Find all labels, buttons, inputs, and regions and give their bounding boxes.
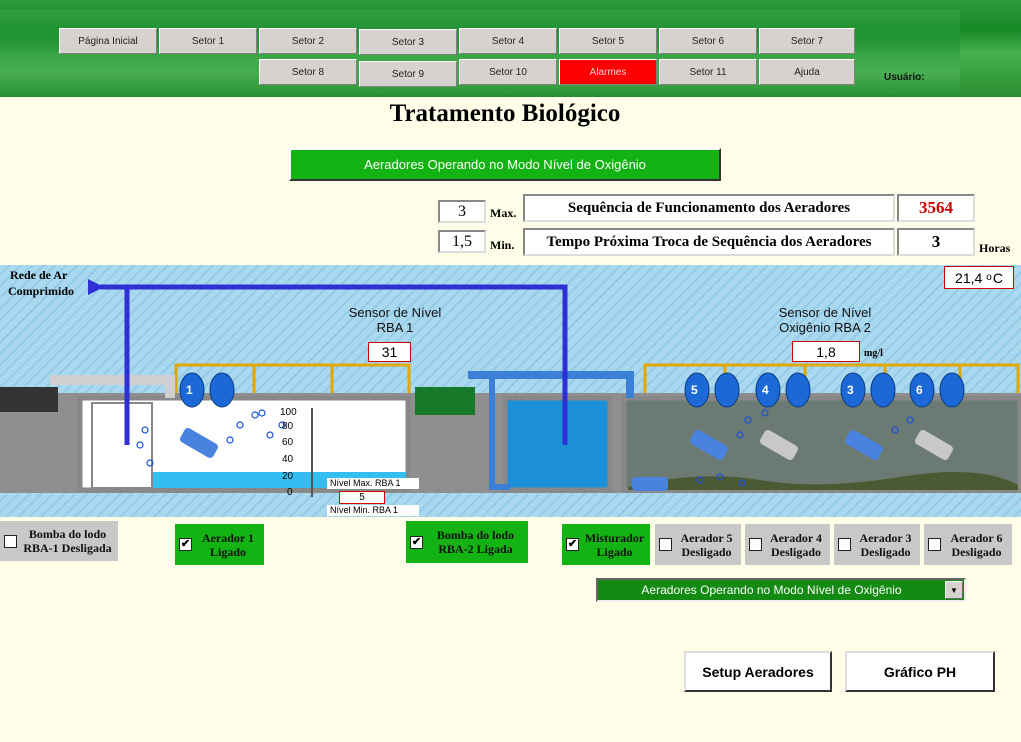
nav-alarmes[interactable]: Alarmes xyxy=(559,59,657,85)
aerator-number-1: 1 xyxy=(186,383,193,397)
nivel-min-label: Nível Min. RBA 1 xyxy=(327,505,419,516)
checkbox-aerator-6[interactable] xyxy=(928,538,941,551)
process-scene: Rede de Ar Comprimido 21,4 o C Sensor de… xyxy=(0,265,1021,517)
scale-label-60: 60 xyxy=(282,437,294,448)
nav-setor-1[interactable]: Setor 1 xyxy=(159,28,257,54)
air-network-label-1: Rede de Ar xyxy=(10,268,68,282)
nivel-value: 5 xyxy=(339,491,385,504)
ph-chart-button[interactable]: Gráfico PH xyxy=(845,651,995,692)
oxygen-sensor-value: 1,8 xyxy=(792,341,860,362)
pump-rba1 xyxy=(0,387,58,412)
nav-setor-11[interactable]: Setor 11 xyxy=(659,59,757,85)
nav-setor-7[interactable]: Setor 7 xyxy=(759,28,855,54)
next-change-value: 3 xyxy=(897,228,975,256)
checkbox-aerator-3[interactable] xyxy=(838,538,851,551)
min-label: Min. xyxy=(490,238,515,252)
checkbox-aerator-4[interactable] xyxy=(749,538,762,551)
air-pipe xyxy=(100,284,568,445)
scale-label-0: 0 xyxy=(287,487,293,498)
oxygen-unit: mg/l xyxy=(864,348,883,359)
process-diagram xyxy=(0,279,1021,497)
chevron-down-icon[interactable]: ▼ xyxy=(945,581,963,599)
checkbox-aerator-5[interactable] xyxy=(659,538,672,551)
aerator-units xyxy=(179,372,965,408)
scale-label-100: 100 xyxy=(280,407,297,418)
nav-setor-5[interactable]: Setor 5 xyxy=(559,28,657,54)
temperature-value: 21,4 xyxy=(955,269,983,286)
next-change-label: Tempo Próxima Troca de Sequência dos Aer… xyxy=(523,228,895,256)
nav-pagina-inicial[interactable]: Página Inicial xyxy=(59,28,157,54)
nav-setor-8[interactable]: Setor 8 xyxy=(259,59,357,85)
max-label: Max. xyxy=(490,206,517,220)
nav-setor-2[interactable]: Setor 2 xyxy=(259,28,357,54)
scale-label-40: 40 xyxy=(282,454,294,465)
sequence-label: Sequência de Funcionamento dos Aeradores xyxy=(523,194,895,222)
scale-label-80: 80 xyxy=(282,421,294,432)
aerator-number-4: 4 xyxy=(762,383,769,397)
mode-select[interactable]: Aeradores Operando no Modo Nível de Oxig… xyxy=(596,578,966,602)
temperature-unit: C xyxy=(992,269,1003,286)
submerged-aerators xyxy=(180,428,883,491)
tank-rba2-chamber xyxy=(502,395,613,493)
nav-ajuda[interactable]: Ajuda xyxy=(759,59,855,85)
sequence-value: 3564 xyxy=(897,194,975,222)
bubbles xyxy=(136,409,914,487)
pump-rba2 xyxy=(415,387,475,415)
setup-aerators-button[interactable]: Setup Aeradores xyxy=(684,651,832,692)
temperature-degree: o xyxy=(986,272,992,283)
max-value-field[interactable]: 3 xyxy=(438,200,486,223)
page-title: Tratamento Biológico xyxy=(389,100,621,127)
checkbox-aerator-1[interactable]: ✔ xyxy=(179,538,192,551)
nav-setor-4[interactable]: Setor 4 xyxy=(459,28,557,54)
air-network-label-2: Comprimido xyxy=(8,284,74,298)
nav-setor-9[interactable]: Setor 9 xyxy=(359,61,457,87)
aerator-number-3: 3 xyxy=(847,383,854,397)
temperature-readout: 21,4 o C xyxy=(944,266,1014,289)
mode-banner: Aeradores Operando no Modo Nível de Oxig… xyxy=(289,148,721,181)
user-label: Usuário: xyxy=(884,72,925,83)
mode-select-value: Aeradores Operando no Modo Nível de Oxig… xyxy=(641,583,902,597)
aerator-number-6: 6 xyxy=(916,383,923,397)
hours-unit-label: Horas xyxy=(979,241,1011,255)
checkbox-sludge-pump-rba2[interactable]: ✔ xyxy=(410,535,423,549)
nav-setor-10[interactable]: Setor 10 xyxy=(459,59,557,85)
min-value-field[interactable]: 1,5 xyxy=(438,230,486,253)
scale-label-20: 20 xyxy=(282,471,294,482)
nivel-max-label: Nível Max. RBA 1 xyxy=(327,478,419,489)
nav-setor-3[interactable]: Setor 3 xyxy=(359,29,457,55)
checkbox-sludge-pump-rba1[interactable] xyxy=(4,534,17,548)
level-sensor-value: 31 xyxy=(368,342,411,362)
aerator-number-5: 5 xyxy=(691,383,698,397)
nav-setor-6[interactable]: Setor 6 xyxy=(659,28,757,54)
checkbox-mixer[interactable]: ✔ xyxy=(566,538,579,551)
